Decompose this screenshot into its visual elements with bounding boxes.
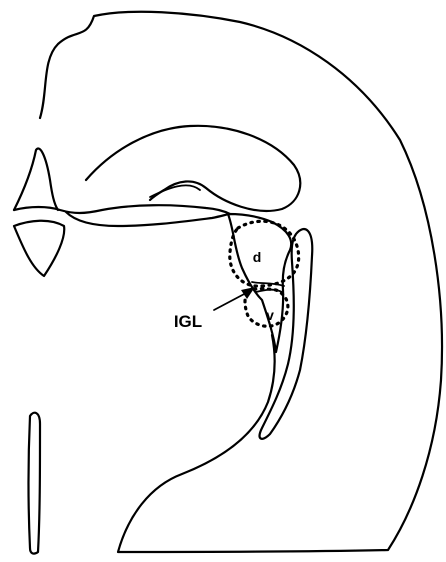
left-vertical-structure — [29, 413, 41, 554]
igl-arrow-line — [214, 292, 248, 310]
ventral-label: v — [266, 307, 274, 323]
left-spike-structure — [14, 148, 58, 210]
left-lower-structure — [14, 221, 64, 276]
igl-arrow-head — [241, 287, 255, 299]
middle-structure-outline — [14, 205, 230, 226]
igl-label: IGL — [174, 312, 202, 331]
dorsal-label: d — [253, 249, 262, 265]
hippocampus-upper-outline — [86, 126, 300, 211]
